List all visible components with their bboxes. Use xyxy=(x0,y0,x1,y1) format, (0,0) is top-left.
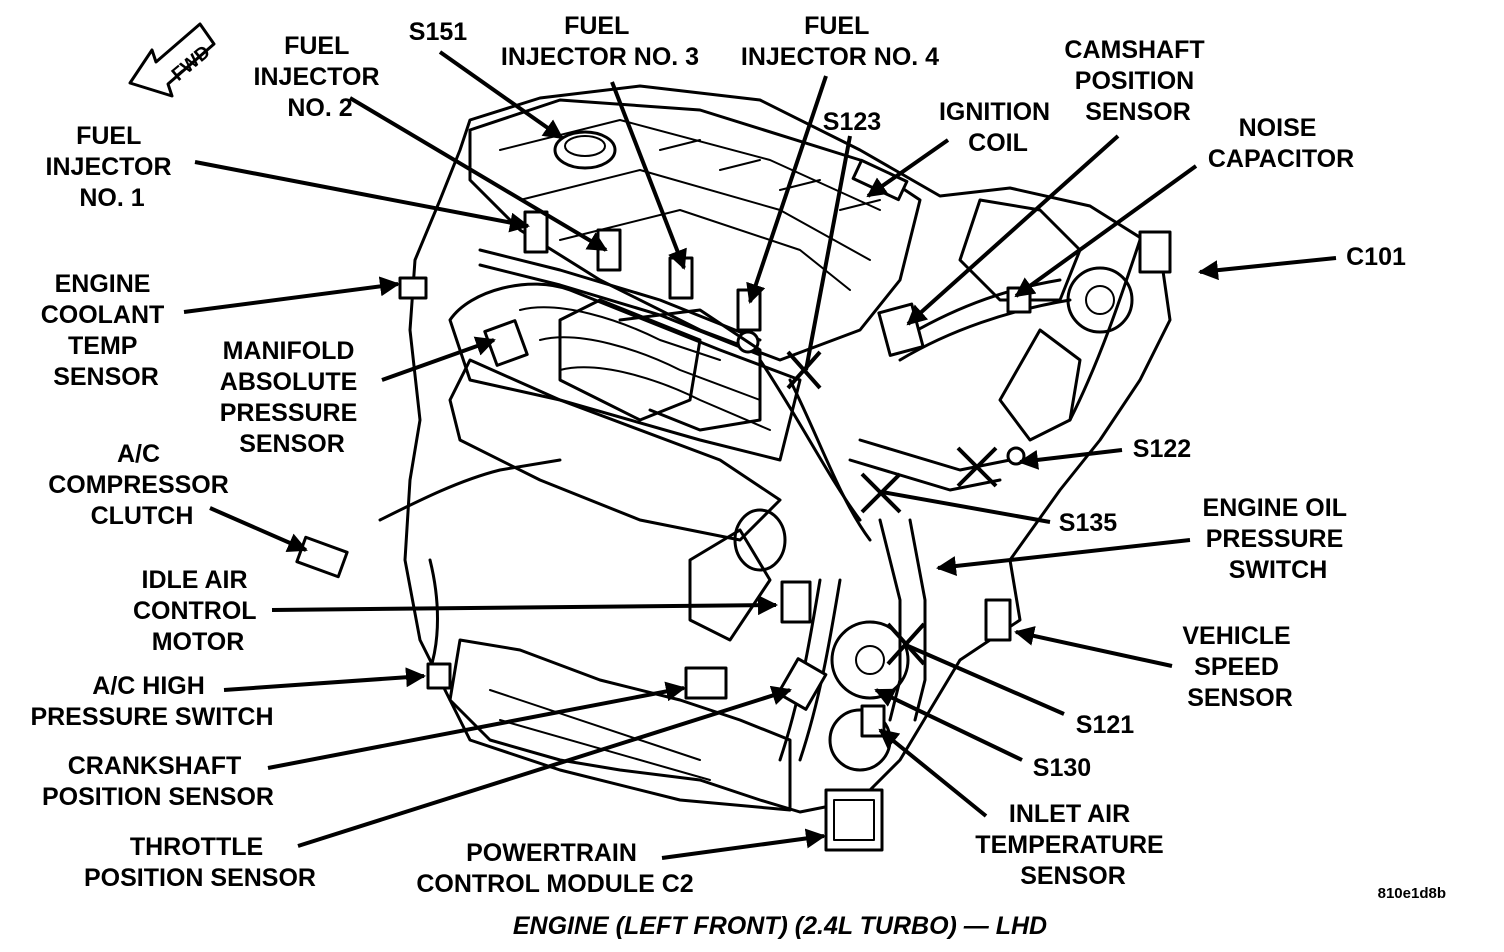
leader-s130 xyxy=(874,688,1023,762)
leader-fuel-injector-2 xyxy=(348,96,608,252)
iat-sensor-connector xyxy=(860,704,886,738)
label-oil-pressure: ENGINE OIL PRESSURE SWITCH xyxy=(1203,494,1354,584)
forward-direction-arrow: FWD xyxy=(128,22,216,98)
label-s135: S135 xyxy=(1059,509,1117,537)
leader-camshaft-sensor xyxy=(906,134,1120,326)
label-map-sensor: MANIFOLD ABSOLUTE PRESSURE SENSOR xyxy=(220,337,365,458)
leader-inlet-air-temp xyxy=(878,728,988,818)
label-noise-capacitor: NOISE CAPACITOR xyxy=(1208,114,1354,173)
vss-connector xyxy=(984,598,1012,642)
leader-vehicle-speed-sensor xyxy=(1014,626,1173,668)
crankshaft-sensor-connector xyxy=(684,666,728,700)
camshaft-sensor-connector xyxy=(877,302,925,357)
leader-s135 xyxy=(881,490,1051,524)
label-fuel-injector-1: FUEL INJECTOR NO. 1 xyxy=(46,122,179,212)
label-s151: S151 xyxy=(409,18,467,46)
leader-pcm-c2 xyxy=(661,828,826,860)
leader-ac-high-pressure xyxy=(223,667,426,692)
leader-s151 xyxy=(438,50,564,140)
leader-s121 xyxy=(907,644,1065,716)
leader-throttle-position xyxy=(297,685,792,848)
label-engine-coolant: ENGINE COOLANT TEMP SENSOR xyxy=(41,270,172,391)
label-vehicle-speed: VEHICLE SPEED SENSOR xyxy=(1182,622,1297,712)
c101-connector xyxy=(1138,230,1172,274)
label-pcm: POWERTRAIN CONTROL MODULE C2 xyxy=(416,839,693,898)
label-fuel-injector-2: FUEL INJECTOR NO. 2 xyxy=(254,32,387,122)
leader-s122 xyxy=(1018,448,1123,470)
iac-motor-connector xyxy=(780,580,812,624)
leader-engine-coolant-temp xyxy=(183,276,400,314)
leader-fuel-injector-4 xyxy=(746,75,828,304)
leader-map-sensor xyxy=(381,336,496,382)
leader-fuel-injector-3 xyxy=(610,81,687,270)
leader-idle-air-control xyxy=(271,595,778,616)
leader-ac-compressor-clutch xyxy=(209,506,308,552)
leader-s123 xyxy=(804,135,852,371)
figure-caption: ENGINE (LEFT FRONT) (2.4L TURBO) — LHD xyxy=(513,912,1047,940)
ac-clutch-connector xyxy=(295,535,349,579)
label-s123: S123 xyxy=(823,108,881,136)
label-throttle: THROTTLE POSITION SENSOR xyxy=(84,833,316,892)
leader-oil-pressure-switch xyxy=(936,538,1191,576)
leader-c101 xyxy=(1198,256,1337,281)
reference-code: 810e1d8b xyxy=(1378,885,1446,902)
label-s122: S122 xyxy=(1133,435,1191,463)
coolant-sensor-connector xyxy=(398,276,428,300)
leader-crankshaft-sensor xyxy=(267,681,686,770)
label-camshaft-sensor: CAMSHAFT POSITION SENSOR xyxy=(1064,36,1211,126)
tps-connector xyxy=(776,657,828,711)
label-s121: S121 xyxy=(1076,711,1134,739)
label-idle-air: IDLE AIR CONTROL MOTOR xyxy=(133,566,263,656)
label-ignition-coil: IGNITION COIL xyxy=(939,98,1057,157)
leader-ignition-coil xyxy=(866,138,950,198)
ac-high-switch-connector xyxy=(426,662,452,690)
label-fuel-injector-3: FUEL INJECTOR NO. 3 xyxy=(501,12,699,71)
labels: FUEL INJECTOR NO. 1 FUEL INJECTOR NO. 2 … xyxy=(30,12,1406,898)
label-c101: C101 xyxy=(1346,243,1406,271)
label-fuel-injector-4: FUEL INJECTOR NO. 4 xyxy=(741,12,939,71)
label-inlet-air: INLET AIR TEMPERATURE SENSOR xyxy=(975,800,1170,890)
leader-lines xyxy=(183,50,1337,860)
label-crankshaft: CRANKSHAFT POSITION SENSOR xyxy=(42,752,274,811)
leader-fuel-injector-1 xyxy=(194,160,530,233)
label-s130: S130 xyxy=(1033,754,1091,782)
leader-noise-capacitor xyxy=(1014,164,1198,298)
label-ac-clutch: A/C COMPRESSOR CLUTCH xyxy=(48,440,236,530)
label-ac-high: A/C HIGH PRESSURE SWITCH xyxy=(30,672,273,731)
